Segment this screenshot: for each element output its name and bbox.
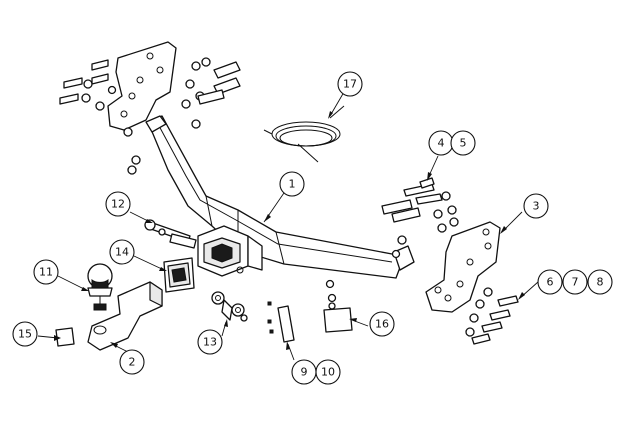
callout-4: 4: [428, 130, 454, 156]
label-plate: [323, 307, 353, 333]
left-mounting-bracket: [107, 41, 177, 131]
svg-text:6: 6: [547, 276, 554, 289]
callout-8: 8: [587, 269, 613, 295]
right-mounting-bracket: [425, 221, 501, 313]
svg-text:15: 15: [18, 328, 32, 341]
callout-1: 1: [279, 171, 305, 197]
svg-text:11: 11: [39, 266, 53, 279]
svg-text:10: 10: [321, 366, 335, 379]
reflector: [55, 327, 75, 347]
callout-10: 10: [315, 359, 341, 385]
receiver-hitch: [197, 225, 263, 277]
svg-text:9: 9: [301, 366, 308, 379]
callout-5: 5: [450, 130, 476, 156]
callout-16: 16: [369, 311, 395, 337]
upper-nuts: [123, 57, 241, 175]
center-nuts: [325, 279, 337, 310]
svg-text:5: 5: [460, 137, 467, 150]
svg-text:4: 4: [438, 137, 445, 150]
callout-3: 3: [523, 193, 549, 219]
svg-text:17: 17: [343, 78, 357, 91]
svg-text:7: 7: [572, 276, 579, 289]
callout-9: 9: [291, 359, 317, 385]
callout-17: 17: [337, 71, 363, 97]
towball: [87, 263, 113, 311]
leader-lines: [37, 91, 539, 361]
svg-text:3: 3: [533, 200, 540, 213]
svg-text:1: 1: [289, 178, 296, 191]
svg-text:16: 16: [375, 318, 389, 331]
callout-12: 12: [105, 191, 131, 217]
svg-text:2: 2: [129, 356, 136, 369]
right-bolts: [381, 177, 459, 259]
callout-14: 14: [109, 239, 135, 265]
svg-text:13: 13: [203, 336, 217, 349]
callout-13: 13: [197, 329, 223, 355]
callout-15: 15: [12, 321, 38, 347]
callout-2: 2: [119, 349, 145, 375]
main-crossbeam: [145, 115, 415, 279]
receiver-cover: [163, 257, 195, 293]
ball-mount: [87, 281, 163, 351]
callout-6: 6: [537, 269, 563, 295]
wiring-harness: [263, 105, 345, 163]
shackles: [211, 291, 248, 322]
svg-text:8: 8: [597, 276, 604, 289]
svg-text:12: 12: [111, 198, 125, 211]
callout-7: 7: [562, 269, 588, 295]
svg-text:14: 14: [115, 246, 129, 259]
left-bolts: [59, 59, 117, 111]
right-lower-bolts: [465, 287, 519, 345]
bracket-strip: [267, 301, 295, 343]
hitch-pin: [144, 219, 197, 249]
callout-11: 11: [33, 259, 59, 285]
